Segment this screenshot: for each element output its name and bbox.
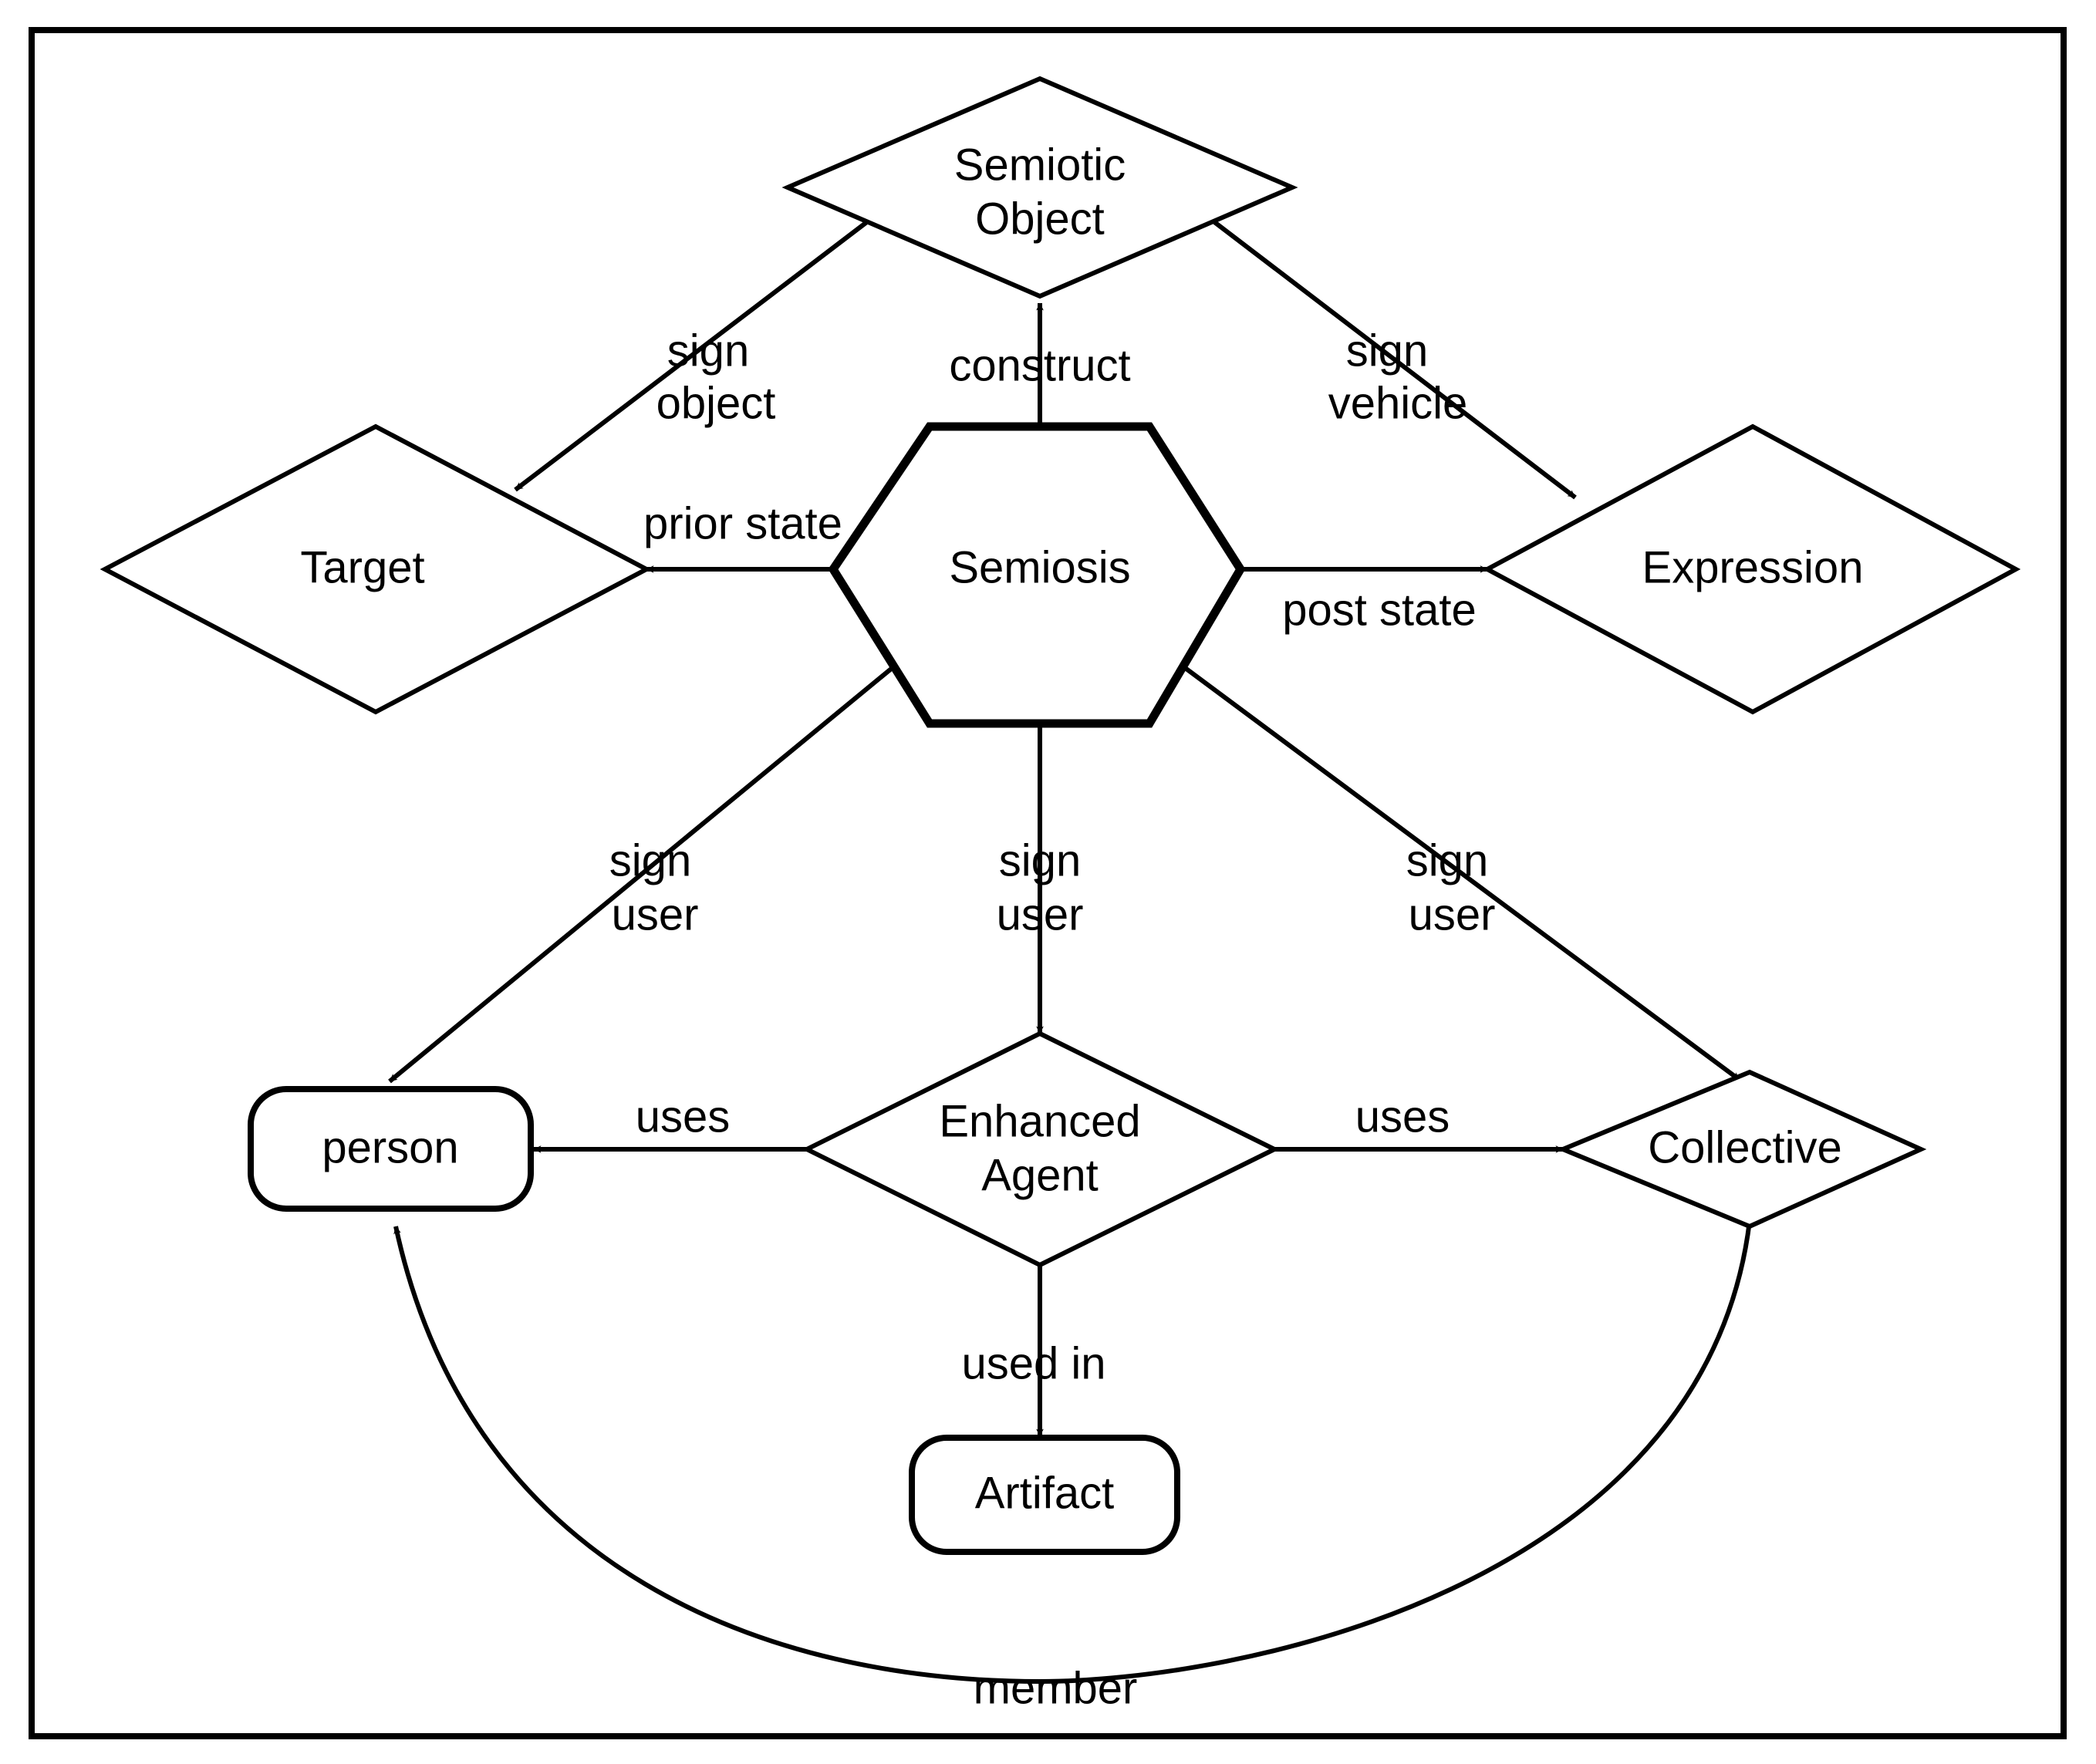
uses-person-label: uses <box>636 1091 731 1142</box>
node-enhanced-agent[interactable]: Enhanced Agent <box>802 1030 1280 1268</box>
edge-label-sign-object: sign object <box>656 325 776 428</box>
target-shape[interactable] <box>100 423 652 715</box>
sign-vehicle-label-line1: sign <box>1346 325 1428 376</box>
person-label: person <box>322 1122 458 1172</box>
edge-label-uses-collective: uses <box>1355 1091 1450 1142</box>
edge-label-uses-person: uses <box>636 1091 731 1142</box>
semiotic-object-label-line1: Semiotic <box>954 140 1126 190</box>
edge-label-sign-vehicle: sign vehicle <box>1328 325 1468 428</box>
sign-object-label-line1: sign <box>667 325 749 376</box>
semiotic-object-shape[interactable] <box>781 76 1298 299</box>
sign-vehicle-label-line2: vehicle <box>1328 378 1468 428</box>
node-person[interactable]: person <box>248 1086 534 1212</box>
collective-shape[interactable] <box>1557 1069 1927 1229</box>
node-semiotic-object[interactable]: Semiotic Object <box>781 76 1298 299</box>
artifact-shape[interactable] <box>909 1435 1180 1555</box>
sign-user-person-label-line2: user <box>612 889 699 939</box>
node-artifact[interactable]: Artifact <box>909 1435 1180 1555</box>
diagram-frame <box>29 27 2067 1739</box>
post-state-label: post state <box>1282 585 1476 635</box>
expression-label: Expression <box>1642 542 1864 592</box>
node-collective[interactable]: Collective <box>1557 1069 1927 1229</box>
prior-state-label: prior state <box>643 498 842 548</box>
edge-sign-vehicle <box>1170 187 1577 500</box>
semiosis-shape[interactable] <box>828 422 1246 728</box>
enhanced-agent-label-line1: Enhanced <box>939 1096 1140 1146</box>
sign-object-label-line2: object <box>656 378 776 428</box>
edge-member <box>393 1220 1752 1685</box>
edge-label-used-in: used in <box>961 1338 1105 1388</box>
used-in-label: used in <box>961 1338 1105 1388</box>
member-label: member <box>974 1663 1138 1713</box>
collective-label: Collective <box>1648 1122 1841 1172</box>
edge-sign-user-person <box>388 649 913 1084</box>
edge-label-prior-state: prior state <box>643 498 842 548</box>
artifact-label: Artifact <box>975 1468 1115 1518</box>
node-expression[interactable]: Expression <box>1482 423 2021 715</box>
edge-label-member: member <box>974 1663 1138 1713</box>
sign-user-collective-label-line1: sign <box>1406 835 1488 885</box>
node-target[interactable]: Target <box>100 423 652 715</box>
edge-sign-user-collective <box>1162 649 1741 1082</box>
sign-user-agent-label-line2: user <box>997 889 1084 939</box>
node-semiosis[interactable]: Semiosis <box>828 422 1246 728</box>
enhanced-agent-shape[interactable] <box>802 1030 1280 1268</box>
target-label: Target <box>300 542 424 592</box>
sign-user-collective-label-line2: user <box>1409 889 1496 939</box>
construct-label: construct <box>949 340 1130 390</box>
semiosis-label: Semiosis <box>949 542 1130 592</box>
uses-collective-label: uses <box>1355 1091 1450 1142</box>
semiotic-object-label-line2: Object <box>975 194 1105 244</box>
edge-label-construct: construct <box>949 340 1130 390</box>
expression-shape[interactable] <box>1482 423 2021 715</box>
sign-user-agent-label-line1: sign <box>999 835 1081 885</box>
person-shape[interactable] <box>248 1086 534 1212</box>
enhanced-agent-label-line2: Agent <box>981 1150 1099 1200</box>
edge-label-post-state: post state <box>1282 585 1476 635</box>
edge-label-sign-user-collective: sign user <box>1406 835 1496 939</box>
edge-label-sign-user-agent: sign user <box>997 835 1084 939</box>
sign-user-person-label-line1: sign <box>609 835 691 885</box>
edge-sign-object <box>514 187 912 492</box>
edge-label-sign-user-person: sign user <box>609 835 699 939</box>
